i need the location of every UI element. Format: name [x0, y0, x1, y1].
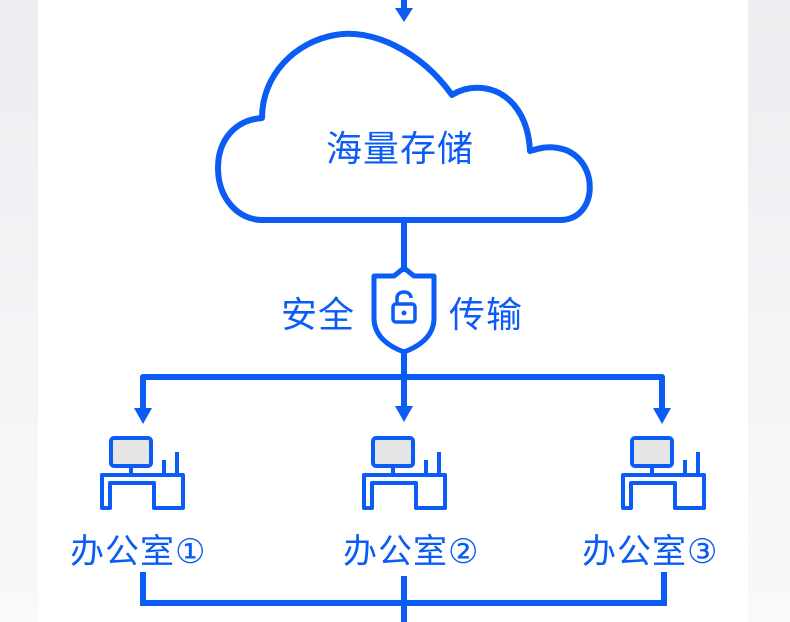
- arrowhead-office-1: [134, 408, 152, 424]
- monitor: [109, 436, 153, 468]
- desk: [362, 473, 447, 510]
- lock-icon: [391, 290, 417, 324]
- office-3-label: 办公室③: [582, 532, 719, 572]
- office-2-label: 办公室②: [343, 532, 480, 572]
- right-background-strip: [748, 0, 790, 622]
- monitor: [630, 436, 674, 468]
- branch-arrowheads: [134, 406, 671, 424]
- arrowhead-office-3: [653, 408, 671, 424]
- transfer-label: 传输: [449, 295, 524, 336]
- desk: [621, 473, 706, 510]
- office-1-label: 办公室①: [70, 532, 207, 572]
- monitor: [371, 436, 415, 468]
- office-desk-computer-icon: [362, 436, 447, 510]
- office-desk-computer-icon: [621, 436, 706, 510]
- desk: [100, 473, 185, 510]
- shield-icon: [371, 265, 437, 355]
- incoming-arrow: [395, 0, 413, 22]
- cloud-icon: [215, 30, 593, 223]
- left-background-strip: [0, 0, 38, 622]
- arrowhead-office-2: [395, 406, 413, 422]
- lock-keyhole: [401, 310, 407, 316]
- secure-label: 安全: [281, 295, 356, 336]
- office-desk-computer-icon: [100, 436, 185, 510]
- storage-label: 海量存储: [326, 129, 475, 170]
